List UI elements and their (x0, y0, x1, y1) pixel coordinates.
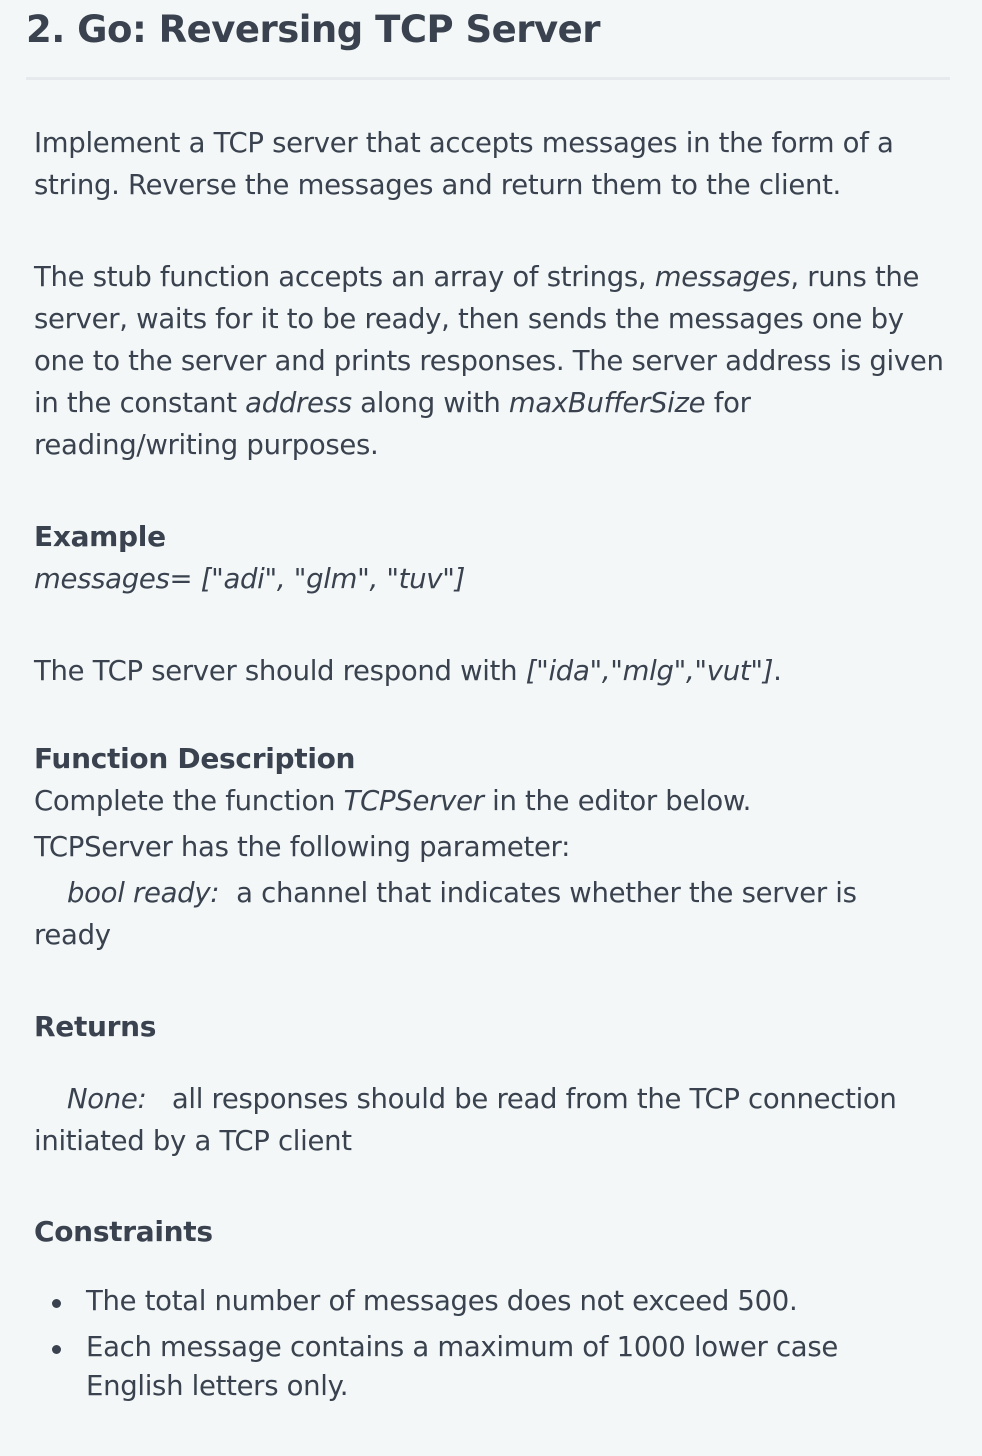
constraints-list: The total number of messages does not ex… (34, 1282, 934, 1413)
parameter-description: bool ready: a channel that indicates whe… (34, 872, 914, 956)
function-line-suffix: in the editor below. (483, 785, 752, 817)
stub-messages-term: messages (654, 261, 791, 293)
title-divider (26, 77, 950, 80)
parameter-name: bool ready: (67, 877, 220, 909)
bullet-icon (52, 1345, 61, 1354)
constraint-text: The total number of messages does not ex… (86, 1285, 798, 1317)
stub-text-3: along with (351, 387, 509, 419)
parameter-desc: a channel that indicates whether the ser… (34, 877, 866, 951)
function-line-prefix: Complete the function (34, 785, 344, 817)
list-item: The total number of messages does not ex… (34, 1282, 934, 1321)
function-description-heading: Function Description (34, 742, 356, 775)
example-response: The TCP server should respond with ["ida… (34, 650, 782, 692)
returns-name: None: (67, 1083, 147, 1115)
returns-heading: Returns (34, 1010, 157, 1043)
function-description-line: Complete the function TCPServer in the e… (34, 780, 751, 822)
stub-paragraph: The stub function accepts an array of st… (34, 256, 946, 466)
bullet-icon (52, 1299, 61, 1308)
function-name: TCPServer (343, 785, 484, 817)
example-response-value: ["ida","mlg","vut"] (525, 655, 774, 687)
constraints-heading: Constraints (34, 1215, 213, 1248)
example-input: messages= ["adi", "glm", "tuv"] (34, 558, 465, 600)
constraint-text: Each message contains a maximum of 1000 … (86, 1331, 839, 1402)
list-item: Each message contains a maximum of 1000 … (34, 1328, 934, 1406)
example-heading: Example (34, 520, 166, 553)
example-input-value: messages= ["adi", "glm", "tuv"] (34, 563, 466, 595)
stub-address-term: address (245, 387, 352, 419)
returns-desc: all responses should be read from the TC… (34, 1083, 906, 1157)
stub-text-2: , runs the server, waits for it to be re… (34, 261, 944, 419)
example-response-prefix: The TCP server should respond with (34, 655, 526, 687)
parameter-intro: TCPServer has the following parameter: (34, 831, 571, 863)
stub-maxbuffersize-term: maxBufferSize (508, 387, 706, 419)
stub-text-1: The stub function accepts an array of st… (34, 261, 655, 293)
example-response-suffix: . (773, 655, 782, 687)
returns-description: None: all responses should be read from … (34, 1078, 946, 1162)
stub-text-4: for reading/writing purposes. (34, 387, 751, 461)
intro-paragraph: Implement a TCP server that accepts mess… (34, 127, 894, 201)
problem-title: 2. Go: Reversing TCP Server (26, 8, 600, 51)
